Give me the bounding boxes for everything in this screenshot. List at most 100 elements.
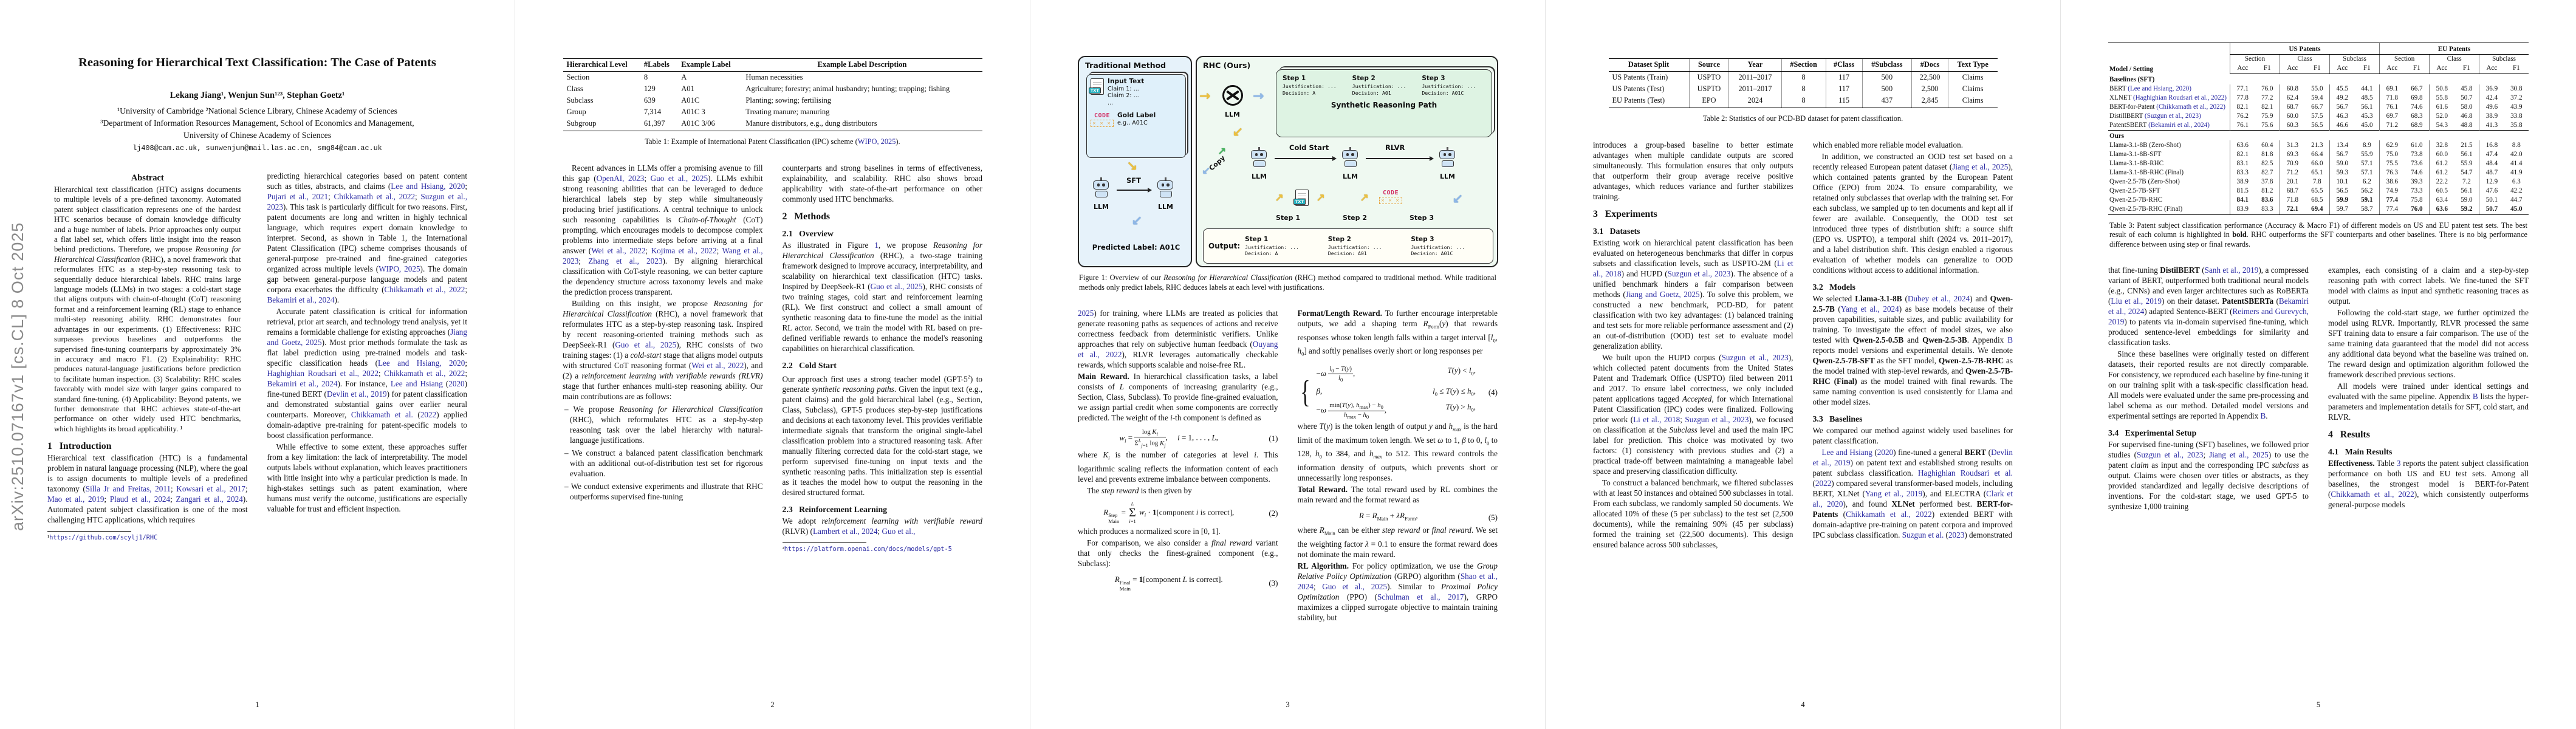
citation-link[interactable]: Shao et al., 2024 <box>1297 572 1498 592</box>
page2-left-column: Recent advances in LLMs offer a promisin… <box>563 163 763 649</box>
citation-link[interactable]: Suzgun et al., 2023 <box>2136 450 2204 459</box>
citation-link[interactable]: WIPO, 2025 <box>379 264 420 273</box>
citation-link[interactable]: Plaud et al., 2024 <box>109 495 171 504</box>
citation-link[interactable]: Jiang et al., 2025 <box>1952 162 2009 171</box>
citation-link[interactable]: (Bekamiri et al., 2024) <box>2148 122 2210 129</box>
citation-link[interactable]: Kowsari et al., 2017 <box>176 484 245 494</box>
citation-link[interactable]: Chikkamath et al., 2022 <box>384 285 465 294</box>
citation-link[interactable]: 2022 <box>420 410 437 419</box>
paragraph: – We construct a balanced patent classif… <box>564 448 763 478</box>
citation-link[interactable]: Liu et al., 2019 <box>2111 296 2162 306</box>
citation-link[interactable]: Guo et al., 2025 <box>870 281 923 291</box>
citation-link[interactable]: Zangari et al., 2024 <box>176 495 243 504</box>
citation-link[interactable]: Suzgun et al., 2023 <box>1721 352 1789 362</box>
citation-link[interactable]: Chikkamath et al., 2022 <box>1846 509 1932 519</box>
citation-link[interactable]: Bekamiri et al., 2024 <box>267 295 335 304</box>
citation-link[interactable]: Guo et al., 2025 <box>650 173 708 183</box>
citation-link[interactable]: Lee and Hsiang <box>1821 447 1872 457</box>
citation-link[interactable]: Clark et al., 2020 <box>1812 488 2013 508</box>
citation-link[interactable]: Silla Jr and Freitas, 2011 <box>85 484 171 494</box>
citation-link[interactable]: Bekamiri et al., 2024 <box>267 379 338 388</box>
citation-link[interactable]: Lee and Hsiang <box>390 379 443 388</box>
citation-link[interactable]: Guo et al., 2025 <box>1322 582 1388 592</box>
citation-link[interactable]: (Lee and Hsiang, 2020) <box>2128 85 2192 92</box>
cold-start-label: Cold Start <box>1289 143 1329 152</box>
citation-link[interactable]: Mao et al., 2019 <box>47 495 104 504</box>
citation-link[interactable]: 1 <box>874 240 879 250</box>
citation-link[interactable]: https://platform.openai.com/docs/models/… <box>784 546 952 553</box>
paragraph: introduces a group-based baseline to bet… <box>1593 140 1793 201</box>
citation-link[interactable]: Lee and Hsiang, 2020 <box>378 358 465 368</box>
citation-link[interactable]: Reimers and Gurevych, 2019 <box>2108 307 2309 326</box>
citation-link[interactable]: Suzgun et al., 2023 <box>1685 414 1749 424</box>
affiliation-line-3: University of Chinese Academy of Science… <box>183 131 332 140</box>
citation-link[interactable]: Jiang and Goetz, 2025 <box>1625 289 1700 299</box>
citation-link[interactable]: Yang et al., 2019 <box>1865 488 1923 498</box>
citation-link[interactable]: (Chikkamath et al., 2022) <box>2156 103 2225 111</box>
paragraph: In addition, we constructed an OOD test … <box>1812 151 2013 275</box>
citation-link[interactable]: Haghighian Roudsari et al., 2022 <box>267 369 379 378</box>
citation-link[interactable]: WIPO, 2025 <box>857 137 896 146</box>
citation-link[interactable]: Dubey et al., 2024 <box>1907 293 1970 303</box>
citation-link[interactable]: Lee and Hsiang, 2020 <box>391 182 465 191</box>
citation-link[interactable]: Kojima et al., 2022 <box>651 245 717 255</box>
citation-link[interactable]: Devlin et al., 2019 <box>1812 447 2013 467</box>
citation-link[interactable]: 2023 <box>1948 530 1965 539</box>
citation-link[interactable]: Wei et al., 2022 <box>691 360 744 370</box>
citation-link[interactable]: Haghighian Roudsari et al. <box>1918 468 2013 477</box>
citation-link[interactable]: (Haghighian Roudsari et al., 2022) <box>2132 94 2227 101</box>
citation-link[interactable]: Li et al., 2018 <box>1593 258 1793 278</box>
citation-link[interactable]: Schulman et al., 2017 <box>1377 592 1464 602</box>
table-header: Year <box>1728 58 1782 72</box>
citation-link[interactable]: B <box>2472 392 2478 401</box>
citation-link[interactable]: Ouyang et al., 2022 <box>1078 340 1278 359</box>
page-number: 1 <box>255 700 259 709</box>
paragraph: Effectiveness. Table 3 reports the paten… <box>2328 459 2529 509</box>
citation-link[interactable]: Devlin et al., 2019 <box>326 389 387 399</box>
citation-link[interactable]: Chikkamath et al., 2022 <box>334 192 416 201</box>
citation-link[interactable]: Yang et al., 2024 <box>1840 304 1899 313</box>
citation-link[interactable]: 3 <box>2396 459 2401 468</box>
citation-link[interactable]: Jiang et al., 2025 <box>2209 450 2269 459</box>
citation-link[interactable]: Sanh et al., 2019 <box>2204 265 2259 275</box>
citation-link[interactable]: 2022 <box>1815 478 1832 488</box>
citation-link[interactable]: Chikkamath et al., 2022 <box>384 369 465 378</box>
citation-link[interactable]: Bekamiri et al., 2024 <box>2108 296 2309 316</box>
citation-link[interactable]: Zhang et al., 2023 <box>588 256 663 265</box>
citation-link[interactable]: OpenAI, 2023 <box>596 173 645 183</box>
citation-link[interactable]: (Suzgun et al., 2023) <box>2145 112 2201 120</box>
citation-link[interactable]: 2020 <box>448 379 465 388</box>
citation-link[interactable]: Guo et al., <box>882 526 916 536</box>
citation-link[interactable]: Suzgun et al., 2023 <box>267 192 468 211</box>
section-heading: 3.4 Experimental Setup <box>2108 428 2197 437</box>
citation-link[interactable]: Jiang and Goetz, 2025 <box>267 327 468 347</box>
citation-link[interactable]: Suzgun et al. <box>1902 530 1944 539</box>
citation-link[interactable]: https://github.com/scylj1/RHC <box>49 535 158 542</box>
author-emails[interactable]: lj408@cam.ac.uk, sunwenjun@mail.las.ac.c… <box>132 144 382 152</box>
citation-link[interactable]: Wei et al., 2022 <box>591 245 646 255</box>
step-label: Step 3 <box>1410 214 1434 222</box>
citation-link[interactable]: Suzgun et al., 2023 <box>1667 269 1731 278</box>
citation-link[interactable]: Li et al., 2018 <box>1633 414 1680 424</box>
citation-link[interactable]: B <box>2260 411 2266 420</box>
txt-file-icon: TXT <box>1089 78 1104 95</box>
citation-link[interactable]: Wang et al., 2023 <box>563 245 763 265</box>
citation-link[interactable]: Guo et al., 2025 <box>615 340 677 349</box>
paragraph: which produces a normalized score in [0,… <box>1078 527 1221 536</box>
citation-link[interactable]: Chikkamath et al., 2022 <box>2331 490 2414 499</box>
paragraph: where T(y) is the token length of output… <box>1297 421 1498 482</box>
citation-link[interactable]: 2025 <box>1078 309 1094 318</box>
citation-link[interactable]: 2020 <box>1877 447 1894 457</box>
citation-link[interactable]: Pujari et al., 2021 <box>267 192 329 201</box>
citation-link[interactable]: B <box>2007 335 2013 344</box>
citation-link[interactable]: Lambert et al., 2024 <box>812 526 878 536</box>
citation-link[interactable]: Chikkamath et al. <box>351 410 413 419</box>
